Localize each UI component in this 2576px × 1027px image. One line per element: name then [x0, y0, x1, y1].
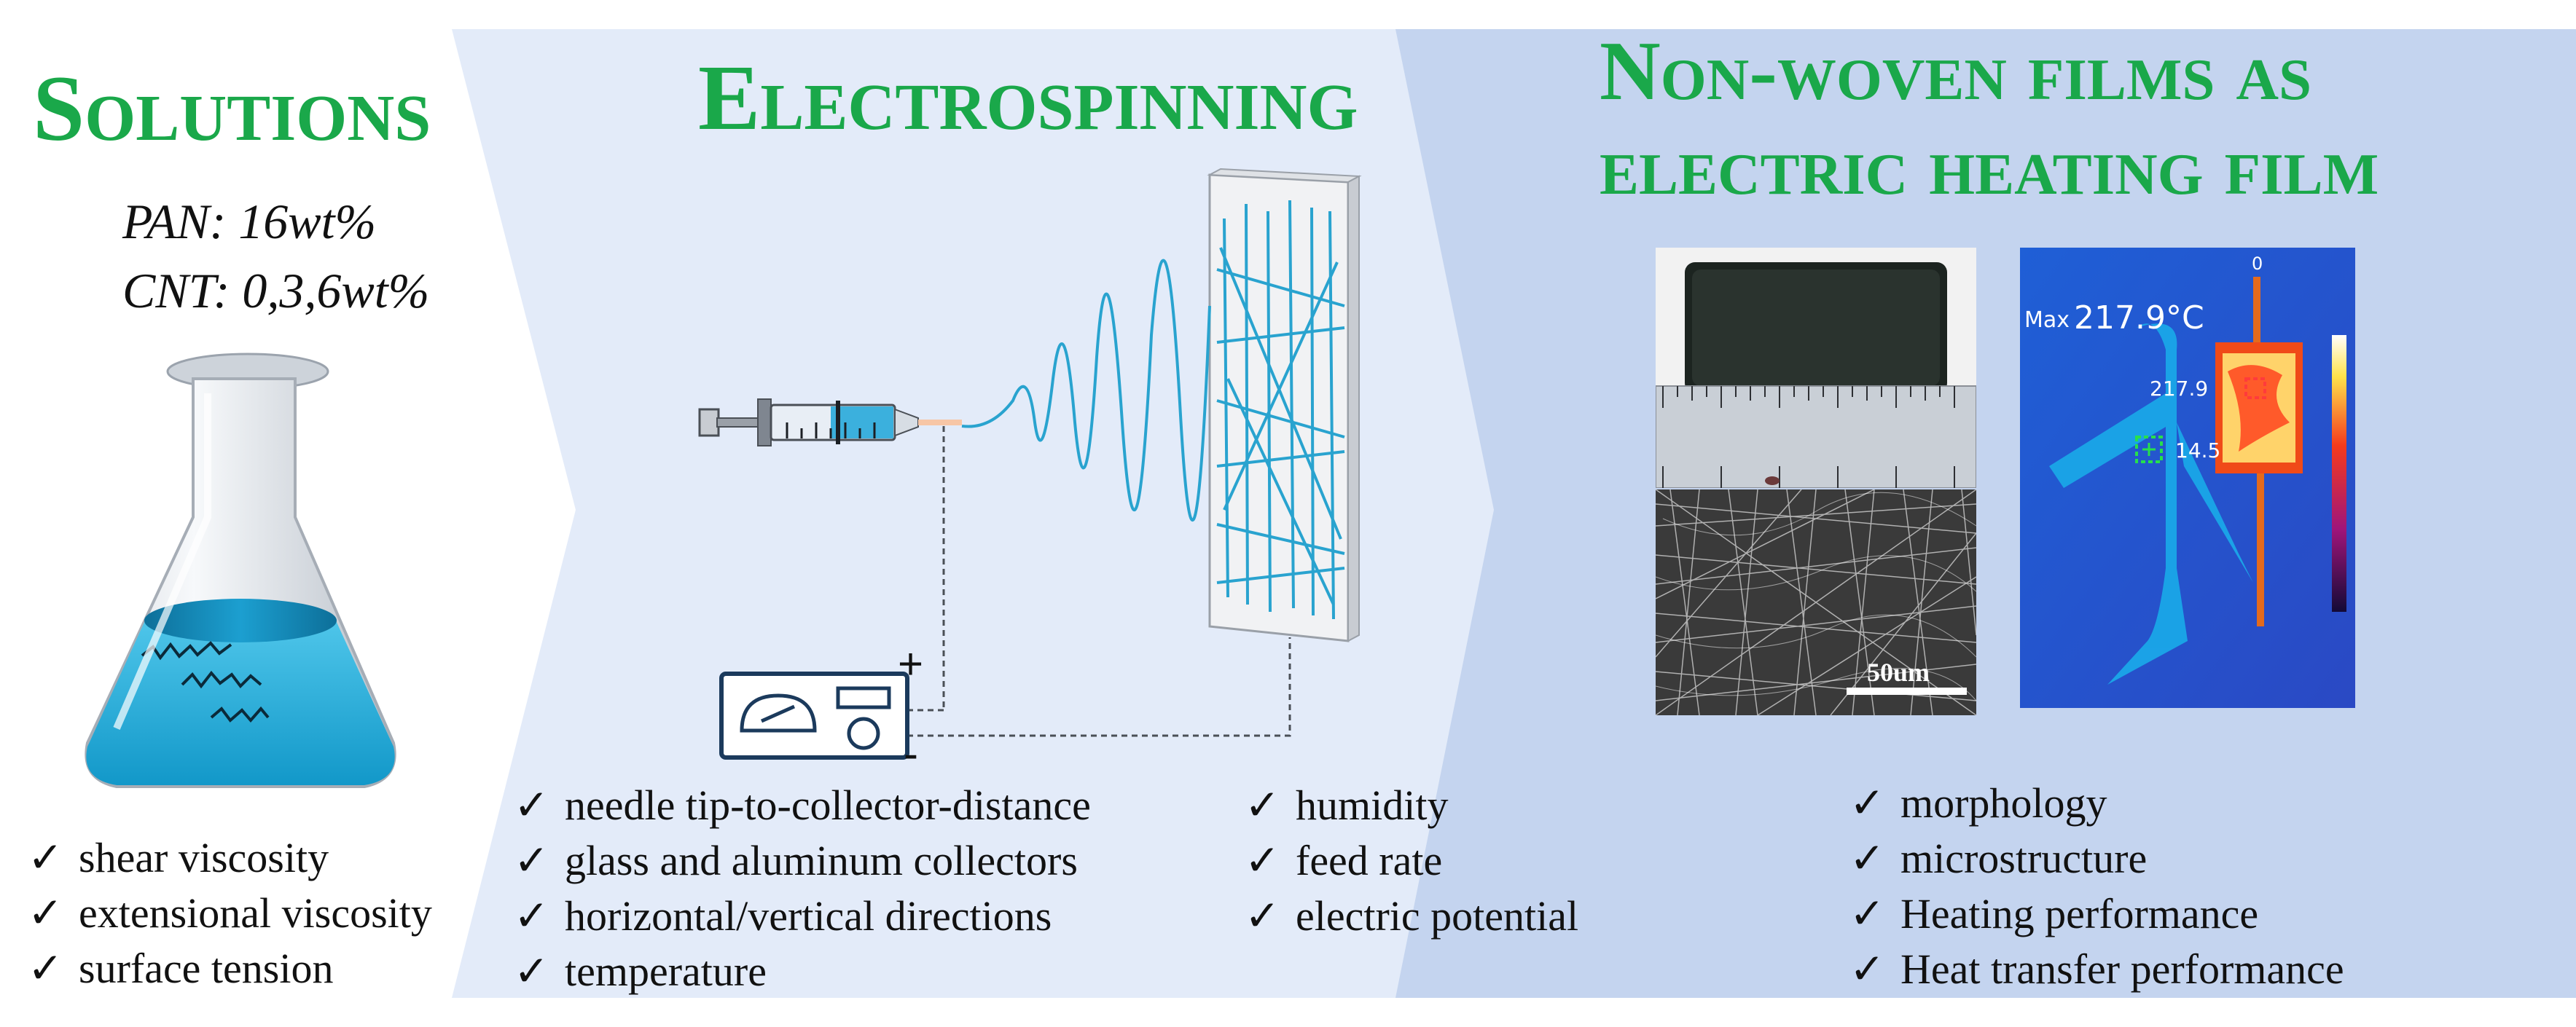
list-item: ✓needle tip-to-collector-distance	[514, 782, 1091, 829]
list-item: ✓morphology	[1849, 779, 2107, 827]
list-item: ✓Heating performance	[1849, 890, 2259, 937]
scale-bar-label: 50um	[1867, 658, 1930, 687]
list-item: ✓Heat transfer performance	[1849, 945, 2344, 993]
thermal-max-label: Max	[2024, 307, 2070, 333]
films-checklist: ✓morphology ✓microstructure ✓Heating per…	[1849, 776, 2344, 997]
list-item: ✓glass and aluminum collectors	[514, 837, 1078, 884]
list-item: ✓feed rate	[1245, 837, 1443, 884]
films-title-line1: Non-woven films as	[1600, 25, 2311, 118]
list-item: ✓surface tension	[28, 945, 334, 992]
thermal-max-value: 217.9°C	[2074, 299, 2204, 337]
thermal-spot-low: 14.5	[2175, 438, 2221, 463]
positive-terminal: +	[898, 640, 924, 688]
films-title-line2: electric heating film	[1600, 119, 2379, 213]
negative-terminal: -	[904, 729, 918, 778]
film-photo	[1656, 248, 1976, 488]
flask-illustration	[85, 353, 396, 788]
power-supply	[719, 672, 909, 760]
list-item: ✓microstructure	[1849, 835, 2148, 882]
electrospinning-setup	[698, 168, 1362, 760]
pan-concentration: PAN: 16wt%	[122, 194, 377, 249]
electrospinning-checklist-right: ✓humidity ✓feed rate ✓electric potential	[1245, 778, 1578, 944]
list-item: ✓temperature	[514, 948, 767, 995]
solutions-checklist: ✓shear viscosity ✓extensional viscosity …	[28, 830, 432, 996]
electrospinning-title: Electrospinning	[698, 46, 1358, 149]
list-item: ✓shear viscosity	[28, 834, 329, 881]
syringe	[698, 398, 962, 446]
list-item: ✓electric potential	[1245, 892, 1579, 940]
solutions-title: Solutions	[33, 57, 431, 160]
list-item: ✓extensional viscosity	[28, 889, 432, 937]
thermal-spot-high: 217.9	[2150, 377, 2209, 401]
sem-micrograph	[1656, 489, 1976, 715]
list-item: ✓horizontal/vertical directions	[514, 892, 1052, 940]
thermal-image	[2020, 248, 2355, 708]
cnt-concentration: CNT: 0,3,6wt%	[122, 263, 430, 318]
fiber-jet	[961, 259, 1211, 522]
thermal-top-label: 0	[2252, 253, 2263, 274]
list-item: ✓humidity	[1245, 782, 1449, 829]
electrospinning-checklist-left: ✓needle tip-to-collector-distance ✓glass…	[514, 778, 1091, 999]
